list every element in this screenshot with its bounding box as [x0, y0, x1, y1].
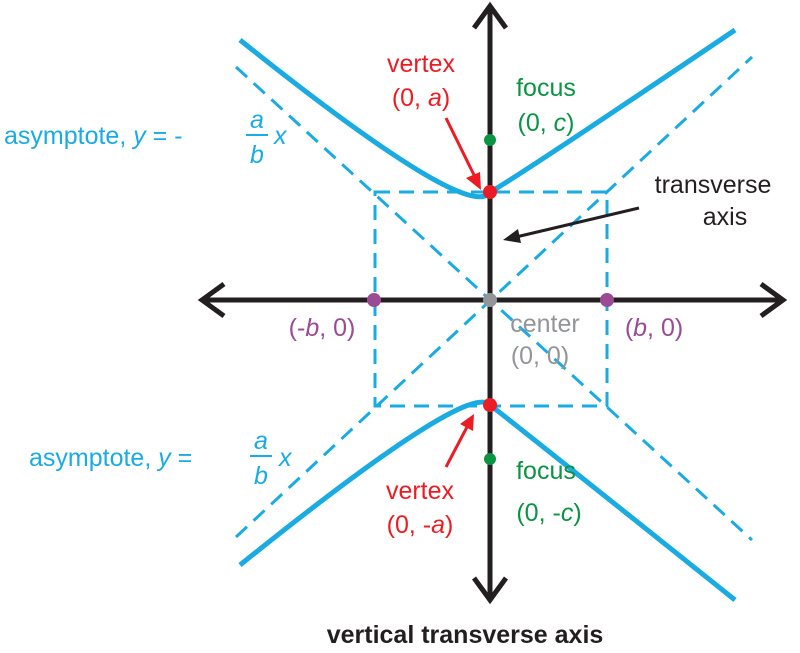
vertex-bottom-coords: (0, -a)	[387, 511, 454, 539]
transverse-axis-label-line2: axis	[703, 203, 747, 231]
covertex-left-label: (-b, 0)	[289, 314, 356, 342]
center-coords: (0, 0)	[511, 342, 569, 370]
vertex-top-pointer-head	[466, 172, 481, 190]
vertex-top-name: vertex	[387, 50, 456, 78]
x-axis-left-arrowhead	[197, 281, 226, 319]
covertex-right-label: (b, 0)	[625, 314, 683, 342]
x-axis-right-arrowhead	[759, 281, 788, 319]
focus-bottom-point	[484, 453, 496, 465]
vertex-bottom-point	[483, 398, 497, 412]
covertex-left-point	[367, 293, 381, 307]
focus-top-point	[484, 134, 496, 146]
transverse-axis-label-line1: transverse	[655, 171, 772, 199]
asymptote-top-denominator: b	[250, 141, 264, 169]
focus-bottom-coords: (0, -c)	[516, 499, 581, 527]
covertex-right-point	[600, 293, 614, 307]
asymptote-top-x: x	[273, 122, 288, 150]
focus-top-coords: (0, c)	[518, 109, 575, 137]
vertex-bottom-pointer-head	[460, 414, 474, 431]
asymptote-line-positive	[234, 55, 754, 539]
asymptote-top-numerator: a	[250, 106, 264, 134]
asymptote-bottom-numerator: a	[254, 427, 268, 455]
vertex-top-point	[483, 185, 497, 199]
y-axis-bottom-arrowhead	[471, 576, 509, 605]
focus-bottom-name: focus	[516, 457, 576, 485]
asymptote-top-label: asymptote, y = -	[4, 122, 183, 150]
y-axis-top-arrowhead	[471, 1, 509, 30]
diagram-caption: vertical transverse axis	[327, 621, 604, 649]
focus-top-name: focus	[516, 74, 576, 102]
vertex-top-pointer	[444, 117, 477, 178]
asymptote-bottom-x: x	[278, 444, 293, 472]
center-point	[483, 293, 497, 307]
transverse-axis-pointer-head	[503, 229, 521, 243]
transverse-axis-pointer	[515, 206, 640, 239]
vertex-top-coords: (0, a)	[392, 84, 450, 112]
vertex-bottom-name: vertex	[386, 477, 455, 505]
asymptote-bottom-denominator: b	[254, 462, 268, 490]
vertex-bottom-pointer	[444, 426, 469, 468]
center-name: center	[510, 310, 579, 338]
asymptote-bottom-label: asymptote, y =	[29, 444, 192, 472]
